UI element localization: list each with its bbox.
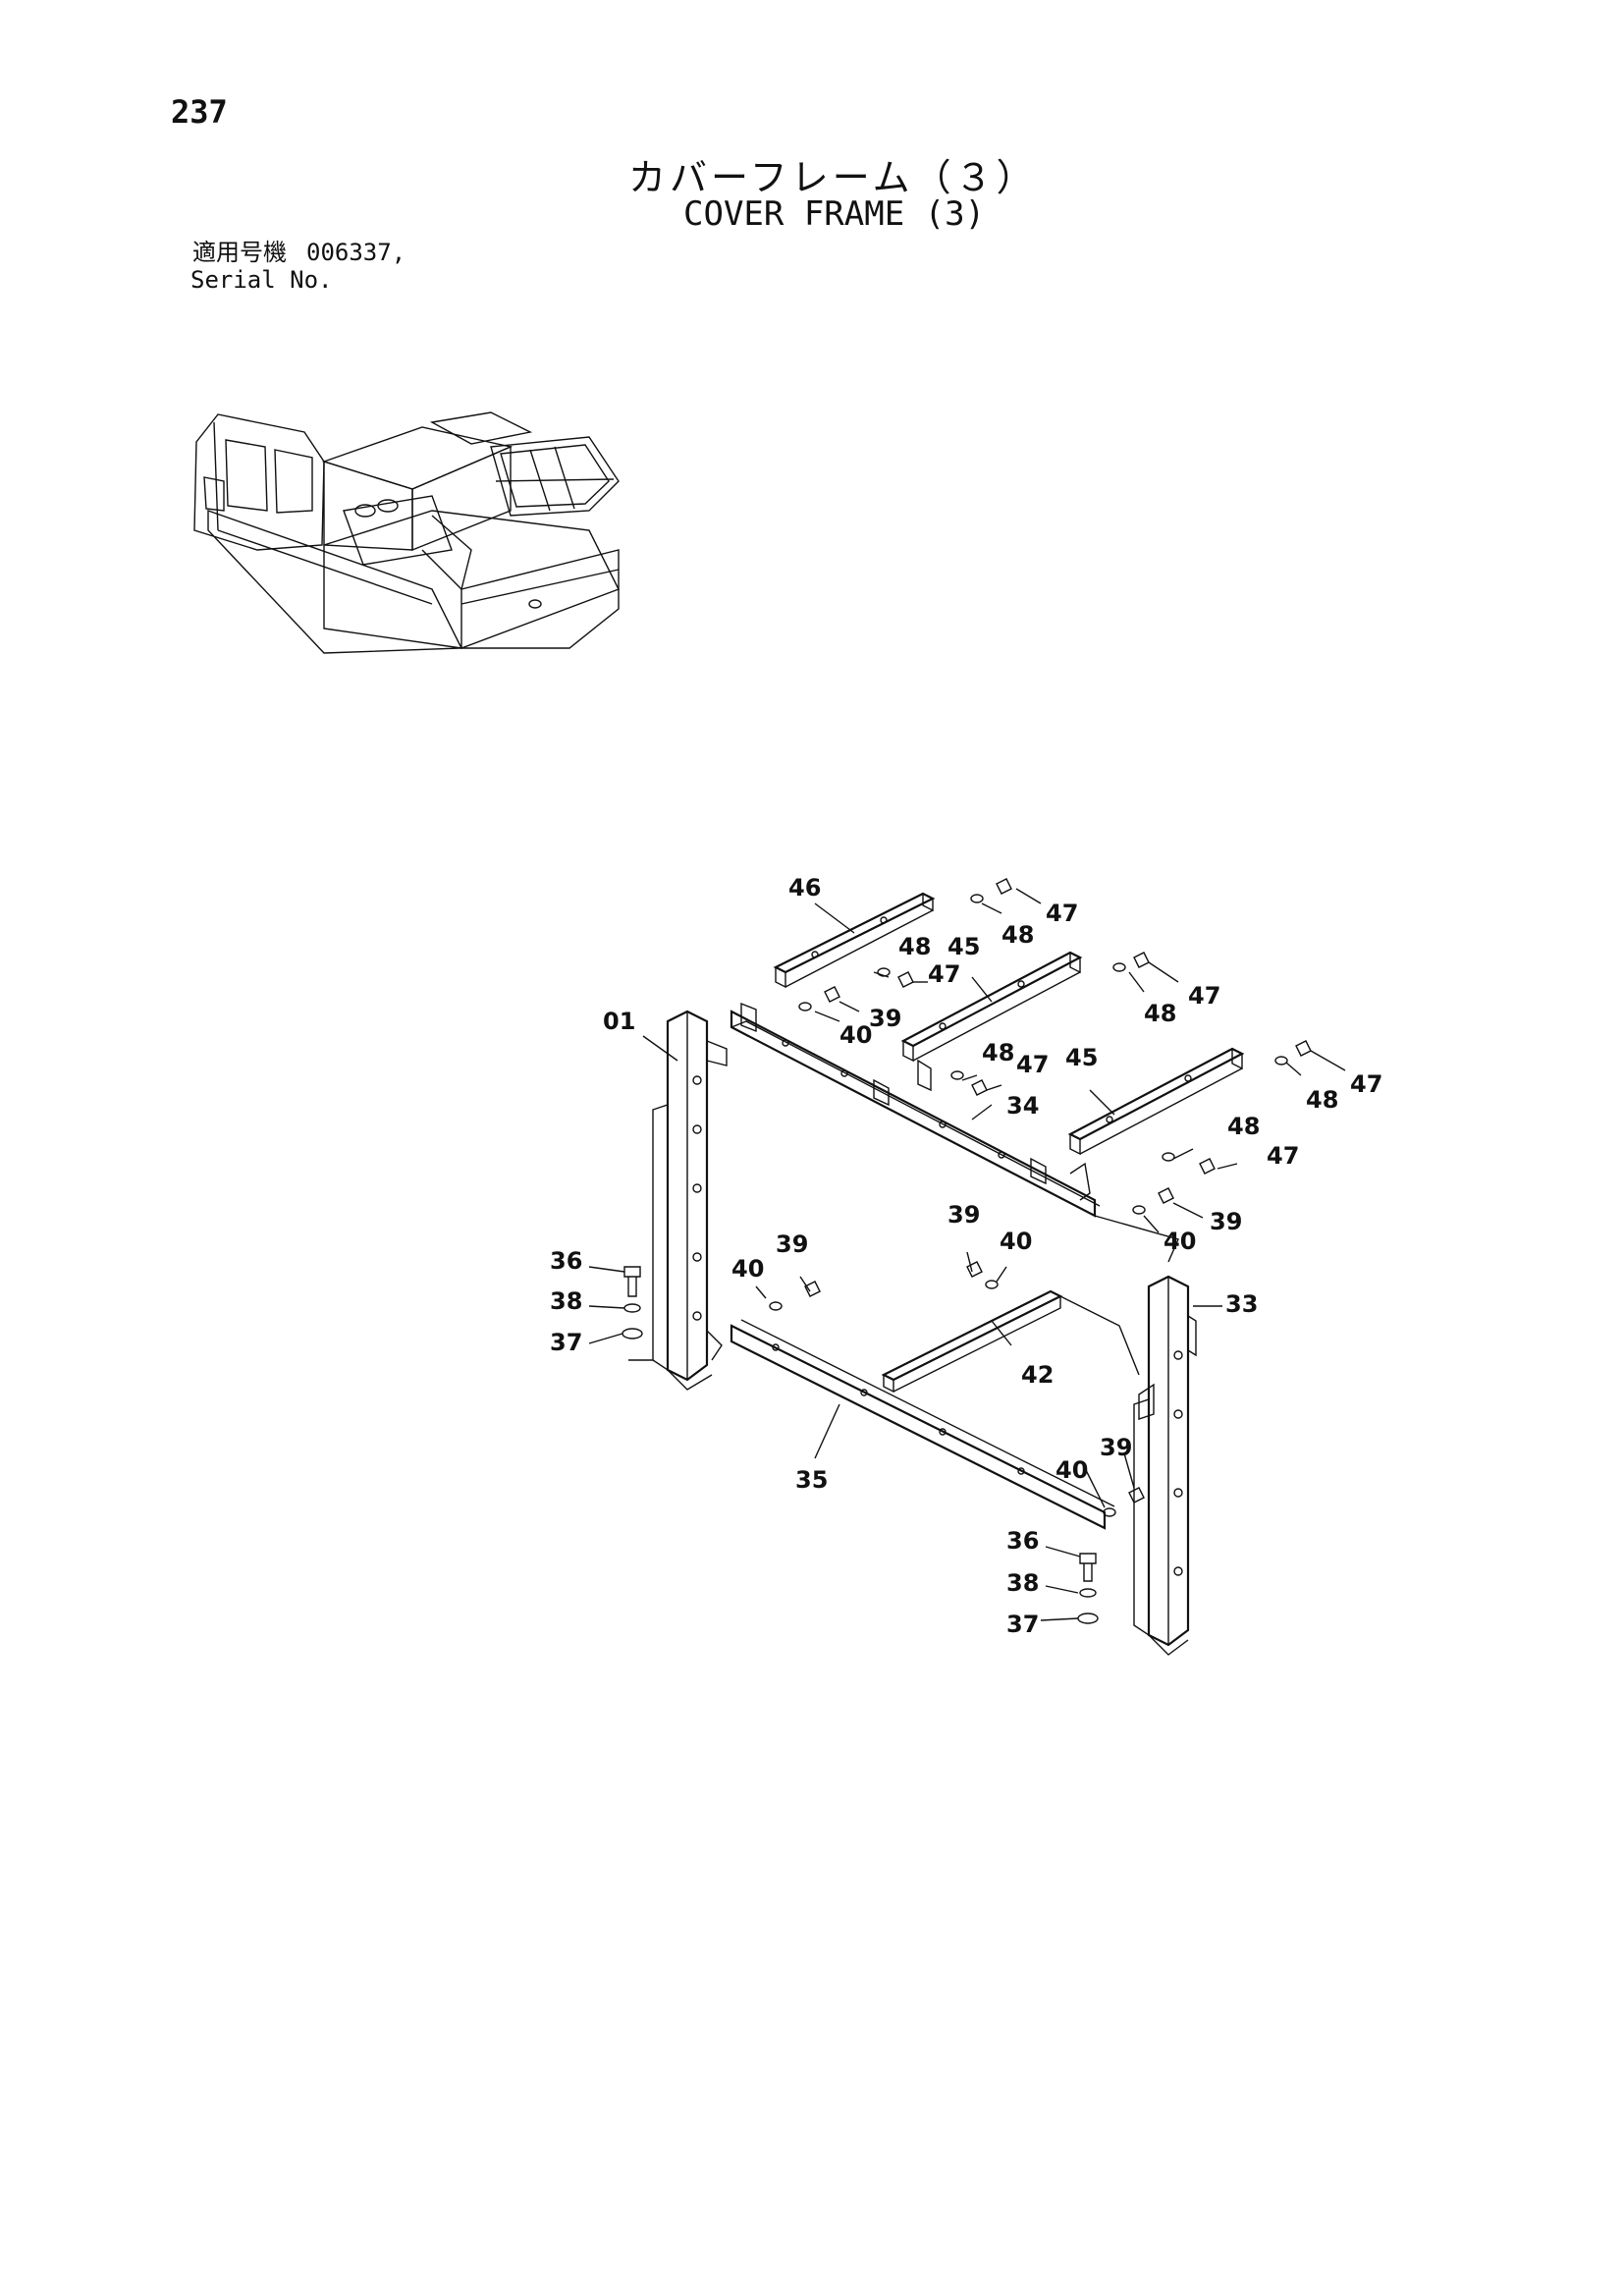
callout-35: 35	[795, 1466, 828, 1494]
callout-48: 48	[982, 1039, 1014, 1066]
callout-39: 39	[869, 1005, 901, 1032]
callout-39: 39	[1210, 1208, 1242, 1235]
callout-01: 01	[603, 1008, 635, 1035]
callout-40: 40	[1000, 1228, 1032, 1255]
callout-39: 39	[776, 1230, 808, 1258]
serial-value: 006337,	[306, 239, 406, 266]
callout-46: 46	[788, 874, 821, 902]
callout-48: 48	[898, 933, 931, 960]
part-45-bracket-upper	[900, 951, 1083, 1063]
callout-34: 34	[1006, 1092, 1039, 1120]
part-35-bottom-beam	[730, 1319, 1115, 1530]
callout-47: 47	[1267, 1142, 1299, 1170]
callout-40: 40	[1163, 1228, 1196, 1255]
callout-40: 40	[839, 1021, 872, 1049]
callout-45: 45	[1065, 1044, 1098, 1071]
callout-38: 38	[550, 1287, 582, 1315]
part-01-left-post	[652, 1010, 728, 1391]
callout-48: 48	[1144, 1000, 1176, 1027]
callout-47: 47	[928, 960, 960, 988]
serial-label-en: Serial No.	[190, 266, 333, 294]
callout-45: 45	[947, 933, 980, 960]
callout-leaders	[588, 888, 1346, 1621]
callout-48: 48	[1001, 921, 1034, 949]
page-number: 237	[171, 93, 228, 131]
callout-40: 40	[1055, 1456, 1088, 1484]
callout-36: 36	[1006, 1527, 1039, 1555]
title-japanese: カバーフレーム（３）	[628, 156, 1038, 199]
machine-overview-illustration	[193, 411, 620, 654]
callout-47: 47	[1016, 1051, 1049, 1078]
serial-label-jp: 適用号機	[192, 239, 287, 266]
callout-38: 38	[1006, 1569, 1039, 1597]
callout-40: 40	[731, 1255, 764, 1283]
callout-37: 37	[1006, 1611, 1039, 1638]
callout-36: 36	[550, 1247, 582, 1275]
callout-47: 47	[1046, 900, 1078, 927]
callout-48: 48	[1306, 1086, 1338, 1114]
callout-labels: 46 47 48 48 47 45 47 48 01 39 40 48 47 4…	[550, 874, 1382, 1638]
callout-39: 39	[1100, 1434, 1132, 1461]
serial-block: 適用号機 006337, Serial No.	[190, 239, 406, 294]
callout-47: 47	[1350, 1070, 1382, 1098]
callout-42: 42	[1021, 1361, 1054, 1389]
title-english: COVER FRAME (3)	[683, 194, 986, 234]
callout-37: 37	[550, 1329, 582, 1356]
cover-frame-assembly: 46 47 48 48 47 45 47 48 01 39 40 48 47 4…	[550, 874, 1382, 1656]
part-45-bracket-lower	[1067, 1047, 1245, 1156]
callout-33: 33	[1225, 1290, 1258, 1318]
callout-39: 39	[947, 1201, 980, 1229]
callout-47: 47	[1188, 982, 1220, 1010]
part-33-right-post	[1133, 1275, 1197, 1656]
callout-48: 48	[1227, 1113, 1260, 1140]
